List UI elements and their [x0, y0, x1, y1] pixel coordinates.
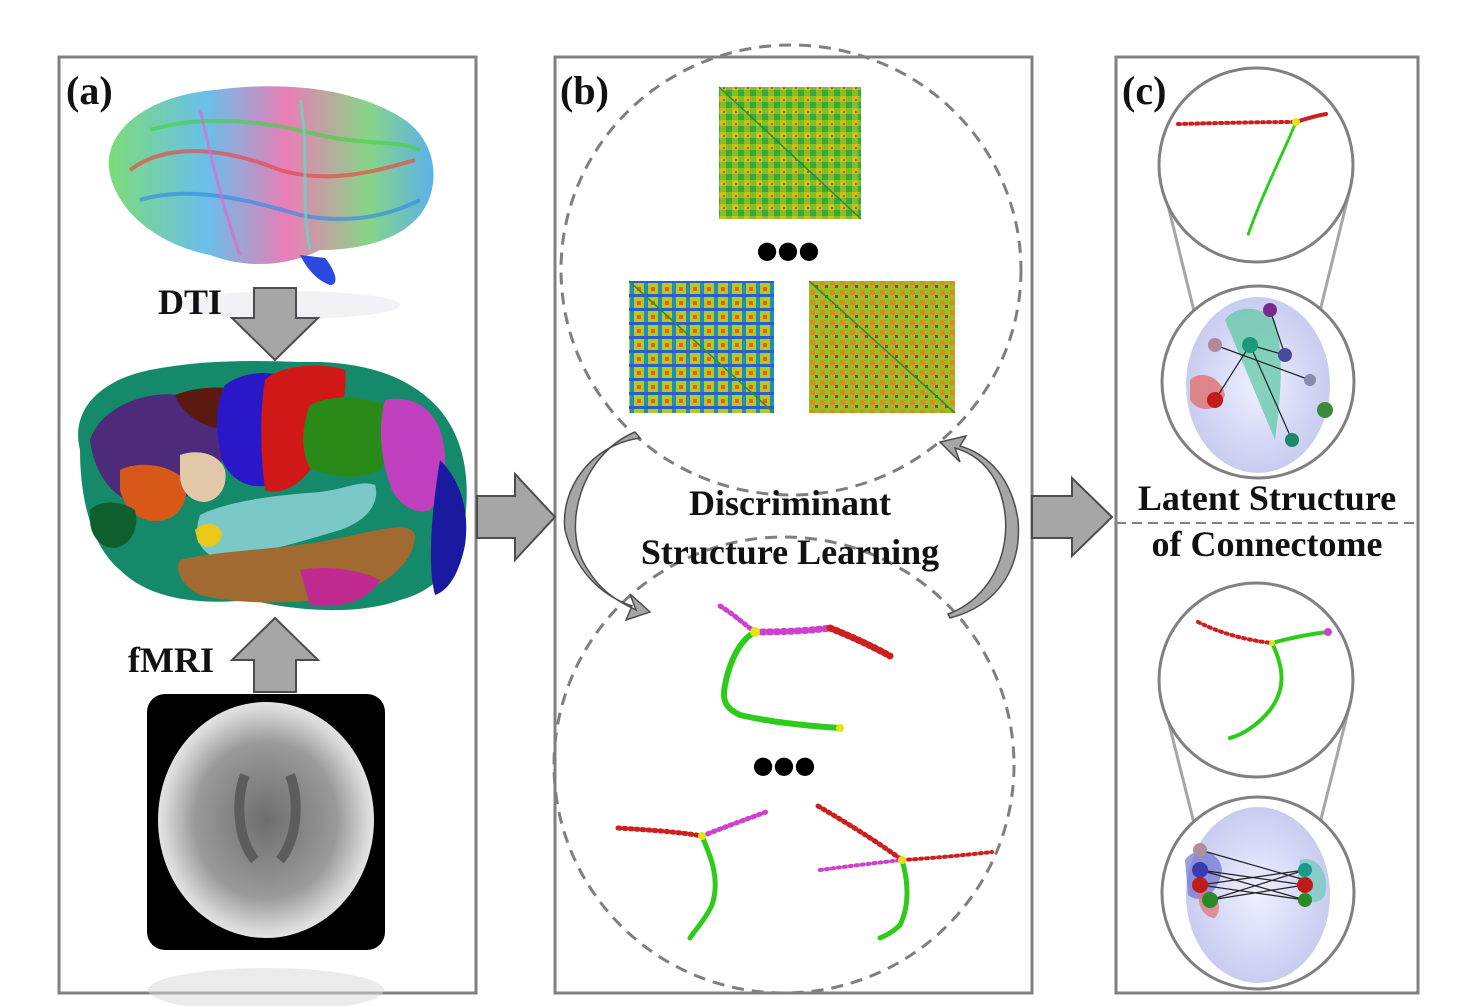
lower-tree-circle: [1157, 581, 1355, 779]
panel-c-center-line2: of Connectome: [1152, 524, 1383, 564]
arrow-a-to-b: [476, 471, 557, 563]
fmri-up-arrow: [229, 616, 321, 693]
panel-c-center-line1: Latent Structure: [1138, 478, 1396, 518]
panel-b-label: (b): [560, 68, 609, 113]
parcellated-brain-image: [78, 360, 467, 611]
center-text-line1: Discriminant: [689, 483, 891, 523]
latent-tree-1: [717, 603, 894, 732]
arrow-b-to-c: [1031, 475, 1114, 559]
panel-a-label: (a): [66, 68, 113, 113]
matrix-group-circle: [559, 43, 1023, 497]
fmri-slice-image: [147, 694, 385, 1006]
panel-c-frame: [1114, 55, 1420, 995]
upper-tree-circle: [1157, 66, 1355, 264]
latent-tree-2: [615, 809, 769, 941]
dti-tractography-image: [108, 86, 434, 319]
lower-zoom-group: [1157, 581, 1356, 991]
ellipsis-top: ●●●: [757, 236, 820, 264]
tree-group-circle: [552, 535, 1016, 995]
dti-down-arrow: [229, 287, 321, 362]
ellipsis-bottom: ●●●: [753, 751, 816, 779]
fmri-label: fMRI: [128, 640, 214, 680]
panel-c-label: (c): [1122, 68, 1166, 113]
upper-zoom-group: [1157, 66, 1356, 480]
latent-tree-3: [815, 803, 994, 941]
center-text-line2: Structure Learning: [641, 532, 939, 572]
curved-arrow-right: [938, 434, 1020, 619]
curved-arrow-left: [563, 431, 652, 622]
dti-label: DTI: [158, 282, 222, 322]
